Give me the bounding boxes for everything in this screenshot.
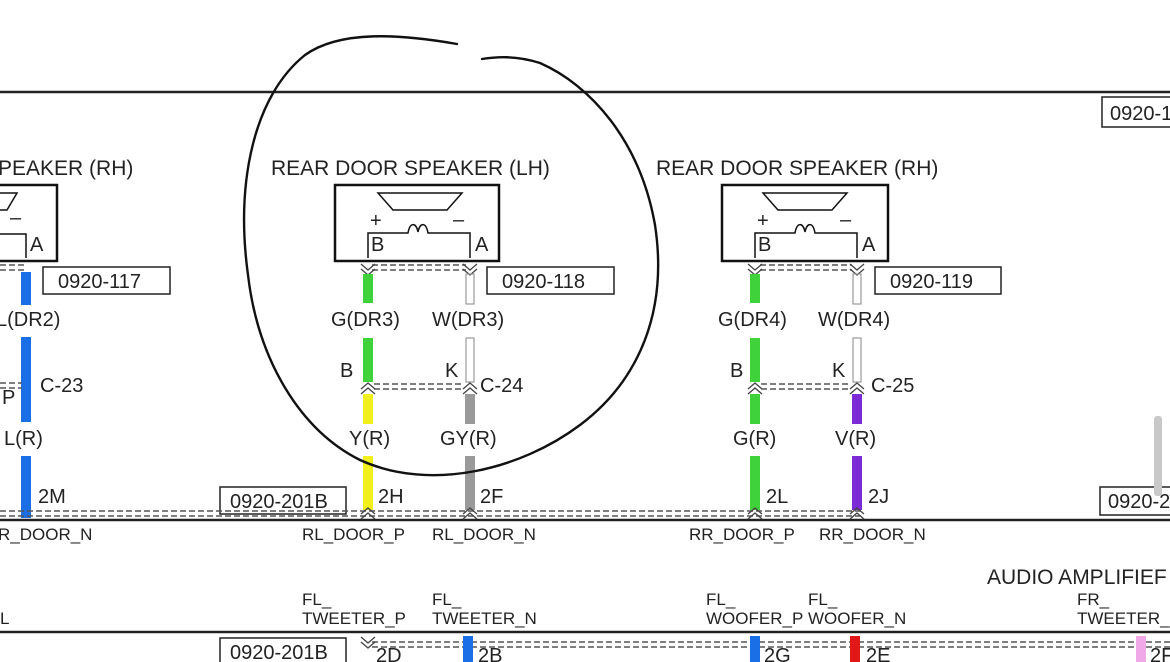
connector-0920-118-label: 0920-118 — [502, 271, 585, 293]
connector-top-right-label: 0920-1 — [1110, 103, 1170, 125]
speaker-rh-coil — [754, 223, 858, 258]
speaker-lh-plus: + — [370, 210, 382, 232]
amp-fl-woofer-p-2: WOOFER_P — [706, 609, 803, 628]
wire-lh-neg-lower-label: GY(R) — [440, 428, 497, 450]
wire-rh-neg-mid — [852, 337, 862, 383]
signal-rl-p: RL_DOOR_P — [302, 525, 405, 544]
wire-lh-pos-pin: 2H — [378, 486, 404, 508]
amplifier-title: AUDIO AMPLIFIEF — [987, 566, 1167, 589]
chevron-rh-neg-top — [849, 263, 865, 276]
handdrawn-circle-annotation — [242, 35, 660, 477]
signal-rr-n: RR_DOOR_N — [819, 525, 926, 544]
amp-fl-woofer-p-1: FL_ — [706, 590, 736, 609]
speaker-rh-box — [720, 183, 890, 263]
speaker-lh-pin-a: A — [475, 234, 489, 256]
signal-rr-p: RR_DOOR_P — [689, 525, 795, 544]
wire-partial-upper-label: L(DR2) — [0, 309, 60, 331]
speaker-partial-terminal — [0, 233, 27, 258]
chevron-c25-pos — [747, 382, 763, 395]
speaker-rh-minus: – — [840, 209, 852, 231]
connector-box-0920-118 — [486, 266, 615, 295]
connector-c24-label: C-24 — [480, 375, 523, 397]
wire-rh-neg-lower-label: V(R) — [835, 428, 876, 450]
amp-fl-woofer-n-2: WOOFER_N — [808, 609, 906, 628]
amp-partial-l: L — [0, 609, 9, 628]
speaker-partial-minus: – — [10, 207, 22, 229]
amp-fl-tweeter-n-1: FL_ — [432, 590, 462, 609]
wire-rh-pos-lower-label: G(R) — [733, 428, 776, 450]
speaker-lh-coil — [367, 223, 471, 258]
amp-pin-2d: 2D — [376, 645, 402, 662]
connector-c25-label: C-25 — [871, 375, 914, 397]
chevron-rh-pos-top — [747, 263, 763, 276]
wire-partial-lower-label: L(R) — [4, 428, 43, 450]
chevron-amp-rh-neg — [849, 507, 865, 520]
wire-rh-pos-pin: 2L — [766, 486, 788, 508]
speaker-rh-pin-a: A — [862, 234, 876, 256]
chevron-c24-neg — [462, 382, 478, 395]
speaker-rh-title: REAR DOOR SPEAKER (RH) — [656, 157, 938, 180]
amp-fl-tweeter-p-1: FL_ — [302, 590, 332, 609]
speaker-rh-cone — [761, 192, 849, 211]
amp-pin-2f: 2F — [1150, 645, 1170, 662]
wire-rh-neg-mid-pin: K — [832, 360, 846, 382]
connector-0920-119-label: 0920-119 — [890, 271, 973, 293]
connector-c23-label: C-23 — [40, 375, 83, 397]
chevron-amp-lh-pos — [360, 507, 376, 520]
wire-rh-neg-upper — [852, 273, 862, 305]
connector-box-top-right — [1101, 96, 1170, 128]
wire-partial-pin: 2M — [38, 486, 66, 508]
connector-box-0920-117 — [42, 266, 171, 295]
amp-pin-2g: 2G — [764, 645, 791, 662]
connector-box-bottom-left — [219, 637, 347, 662]
amp-fr-tweeter-2: TWEETER_ — [1077, 609, 1170, 628]
wire-rh-pos-upper-label: G(DR4) — [718, 309, 787, 331]
speaker-partial-pin-a: A — [30, 234, 44, 256]
speaker-lh-box — [333, 183, 501, 263]
chevron-lh-neg-top — [462, 263, 478, 276]
signal-rl-n: RL_DOOR_N — [432, 525, 536, 544]
wire-partial-mid-pin: P — [2, 387, 15, 409]
speaker-partial-cone — [0, 192, 19, 211]
connector-amp-right-label: 0920-2 — [1108, 491, 1170, 513]
connector-box-0920-119 — [874, 266, 1002, 295]
wire-lh-neg-upper-label: W(DR3) — [432, 309, 504, 331]
wire-lh-pos-mid-pin: B — [340, 360, 353, 382]
amp-fl-woofer-n-1: FL_ — [808, 590, 838, 609]
amp-pin-2b: 2B — [478, 645, 502, 662]
amp-fr-tweeter-1: FR_ — [1077, 590, 1110, 609]
speaker-rh-plus: + — [757, 210, 769, 232]
chevron-c25-neg — [849, 382, 865, 395]
speaker-partial-box — [0, 183, 59, 263]
chevron-c24-pos — [360, 382, 376, 395]
wire-lh-neg-upper — [465, 273, 475, 305]
wire-lh-neg-mid — [465, 337, 475, 383]
speaker-lh-cone — [376, 192, 464, 211]
connector-bottom-left-label: 0920-201B — [230, 642, 328, 662]
scrollbar-thumb[interactable] — [1154, 416, 1162, 496]
amp-pin-2e: 2E — [866, 645, 890, 662]
wire-rh-pos-mid-pin: B — [730, 360, 743, 382]
speaker-partial-title: PEAKER (RH) — [0, 157, 133, 180]
chevron-bottom-1 — [360, 636, 376, 649]
wire-lh-pos-lower-label: Y(R) — [349, 428, 390, 450]
speaker-lh-pin-b: B — [371, 234, 384, 256]
connector-0920-201B-label: 0920-201B — [230, 491, 328, 513]
speaker-lh-minus: – — [453, 209, 465, 231]
chevron-amp-lh-neg — [462, 507, 478, 520]
wire-rh-neg-pin: 2J — [868, 486, 889, 508]
wire-rh-neg-upper-label: W(DR4) — [818, 309, 890, 331]
connector-box-0920-201B — [219, 486, 347, 515]
connector-0920-117-label: 0920-117 — [58, 271, 141, 293]
speaker-rh-pin-b: B — [758, 234, 771, 256]
wire-lh-neg-pin: 2F — [480, 486, 503, 508]
wire-lh-neg-mid-pin: K — [445, 360, 459, 382]
signal-partial: R_DOOR_N — [0, 525, 92, 544]
speaker-lh-title: REAR DOOR SPEAKER (LH) — [271, 157, 550, 180]
chevron-amp-rh-pos — [747, 507, 763, 520]
wire-lh-pos-upper-label: G(DR3) — [331, 309, 400, 331]
amp-fl-tweeter-n-2: TWEETER_N — [432, 609, 537, 628]
amp-fl-tweeter-p-2: TWEETER_P — [302, 609, 406, 628]
